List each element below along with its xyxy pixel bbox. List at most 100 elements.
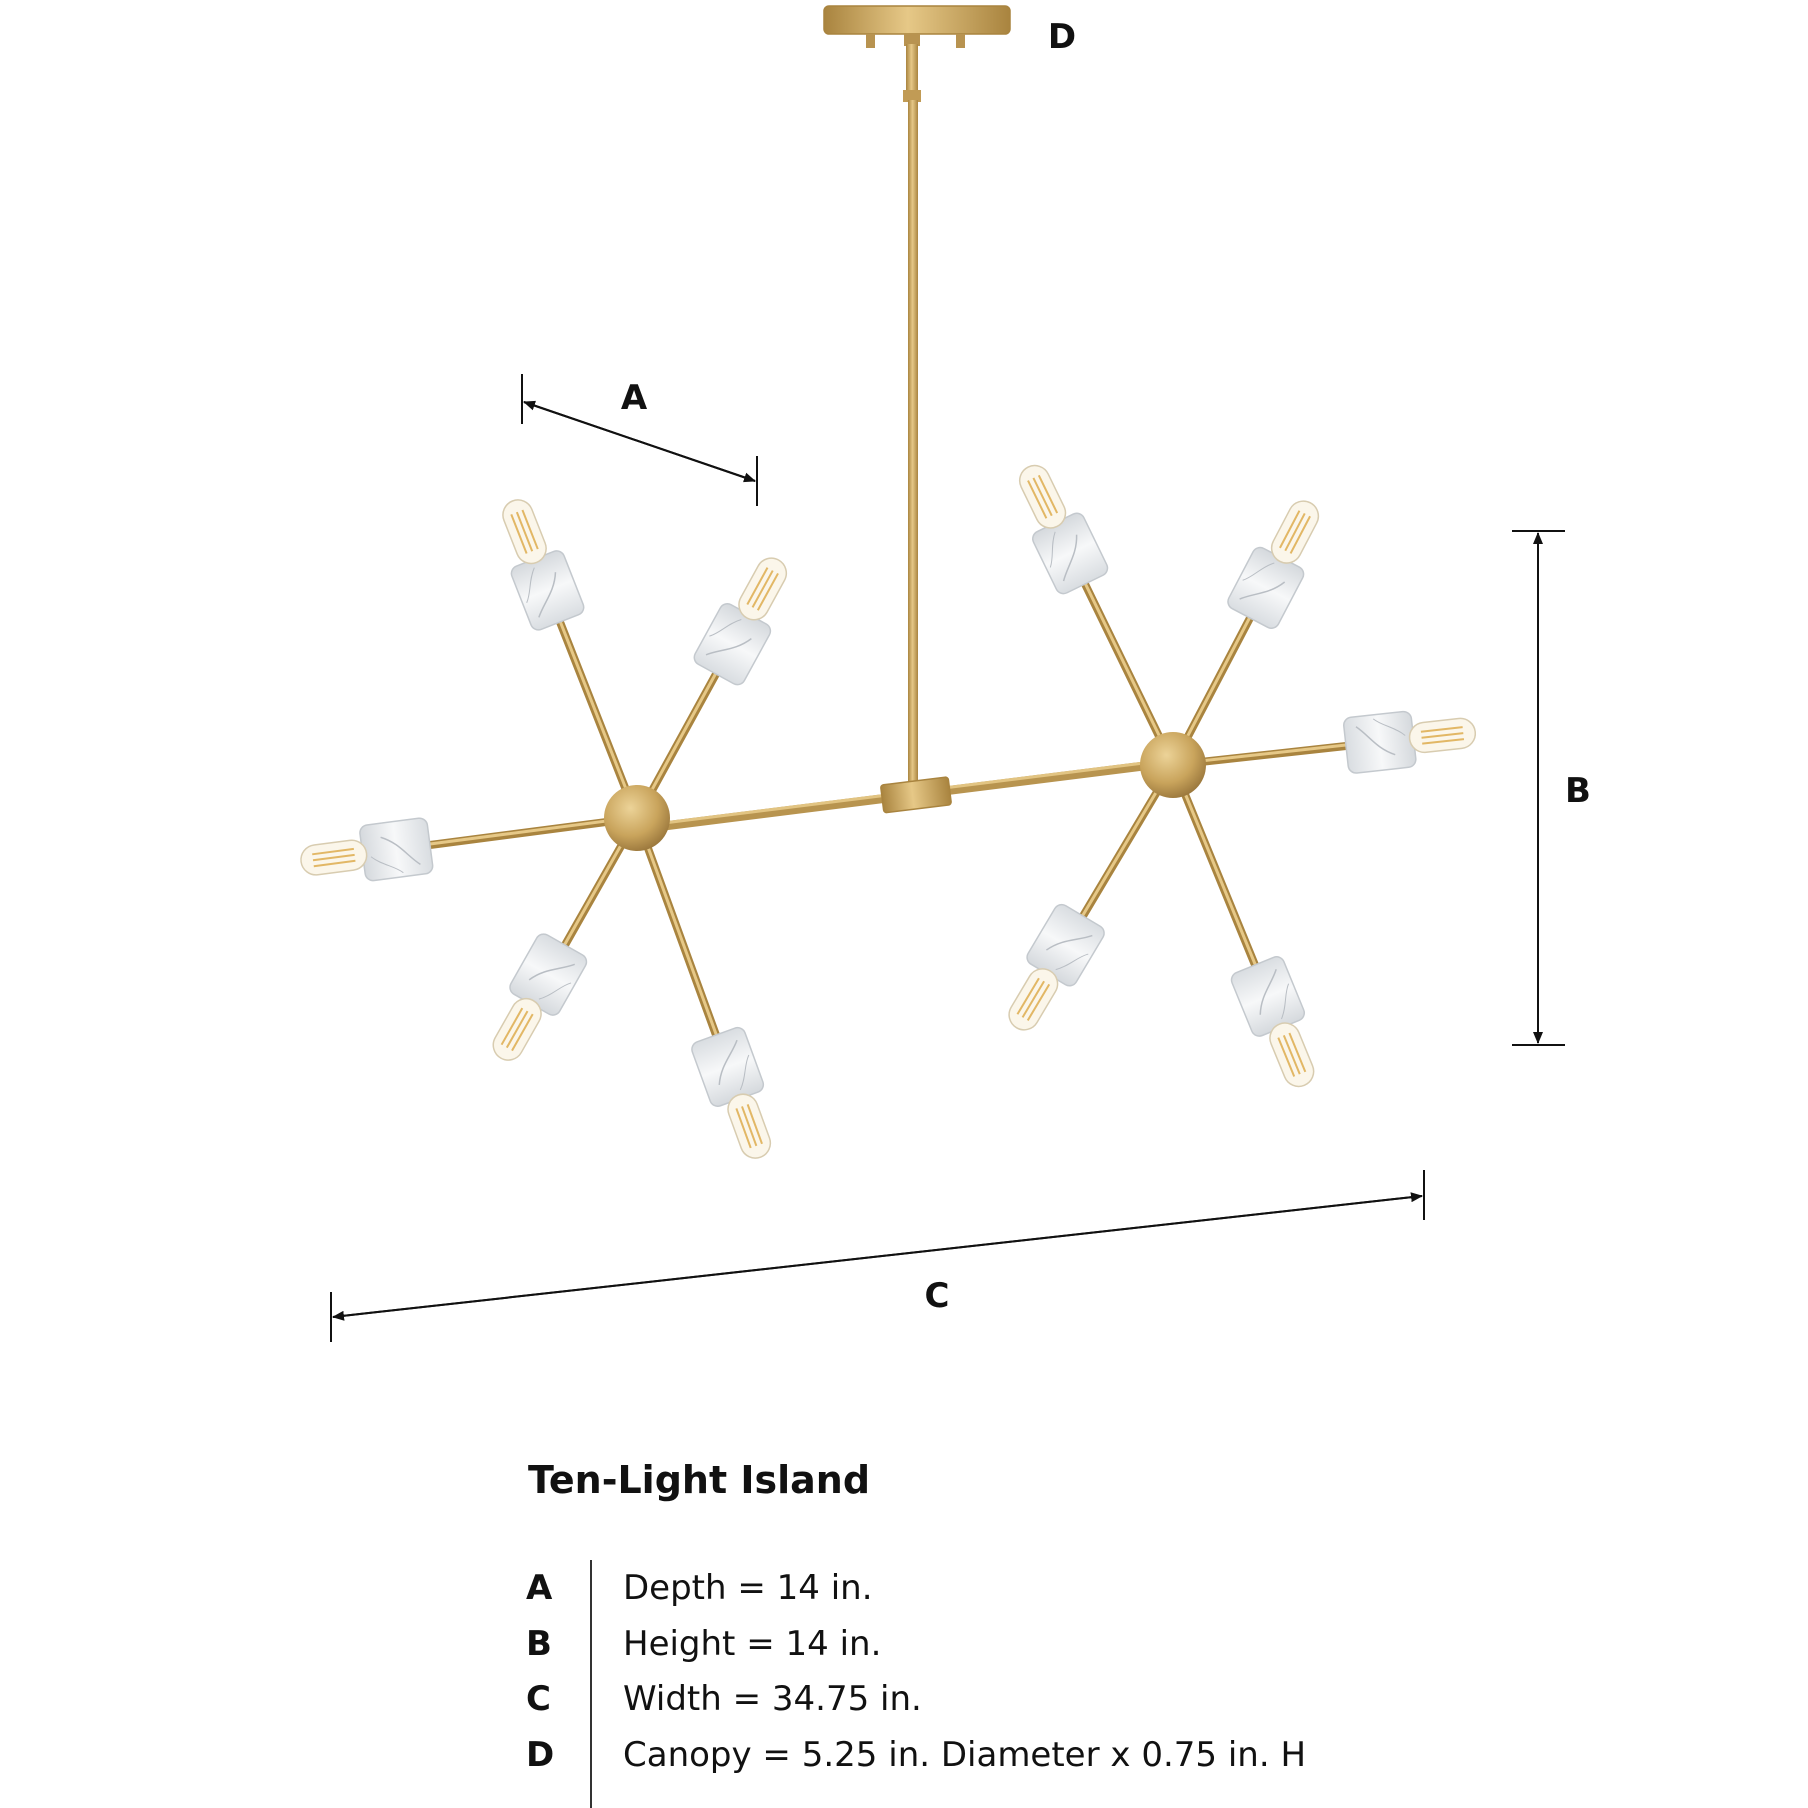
marble-vein	[538, 982, 572, 1000]
socket-assembly	[1343, 710, 1477, 774]
bulb-filament	[751, 570, 774, 608]
dimension-d-label: D	[1048, 17, 1076, 57]
downrod	[903, 44, 921, 790]
dimension-d: D	[1048, 17, 1076, 57]
right-arm-lower-left	[1008, 761, 1177, 1031]
left-arm-upper	[502, 499, 641, 822]
marble-vein	[1281, 983, 1290, 1020]
bulb-filament	[735, 1108, 752, 1149]
arm-rod-highlight	[1083, 581, 1175, 766]
dimension-a: A	[521, 374, 758, 506]
arm-rod-highlight	[558, 619, 639, 819]
socket-assembly	[1230, 956, 1315, 1088]
spec-key: D	[526, 1735, 555, 1775]
bulb-filament	[1422, 738, 1465, 745]
bulb-filament	[1016, 977, 1040, 1015]
socket-assembly	[492, 933, 588, 1061]
spec-value: Depth = 14 in.	[623, 1568, 873, 1608]
left-arm-lower	[633, 814, 772, 1159]
marble-vein	[718, 1039, 738, 1085]
marble-vein	[528, 963, 576, 981]
bulb-filament	[1282, 1034, 1301, 1075]
marble-vein	[1242, 562, 1275, 581]
marble-vein	[370, 856, 404, 874]
marble-socket	[691, 1026, 765, 1107]
bulb-filament	[312, 853, 355, 862]
arm-rod-highlight	[428, 815, 639, 846]
bulb-filament	[521, 509, 539, 550]
spec-row-c: C Width = 34.75 in.	[520, 1671, 1720, 1727]
bulb-filament	[313, 859, 356, 868]
product-title: Ten-Light Island	[528, 1458, 871, 1502]
marble-vein	[1049, 531, 1056, 568]
arm-rod-highlight	[635, 815, 718, 1036]
marble-vein	[1239, 581, 1286, 600]
arm-rod-highlight	[1171, 762, 1257, 966]
bulb-filament	[1279, 510, 1301, 549]
marble-socket	[1343, 710, 1417, 774]
right-hub-sphere	[1140, 732, 1206, 798]
socket-assembly	[502, 499, 585, 631]
marble-vein	[709, 618, 742, 637]
bulb-filament	[746, 1104, 763, 1145]
right-arm-upper	[1018, 464, 1177, 769]
spec-divider	[590, 1560, 592, 1808]
spec-key: C	[526, 1679, 551, 1719]
bulb-filament	[1037, 474, 1059, 514]
dimension-b-label: B	[1565, 771, 1591, 811]
marble-vein	[526, 567, 535, 604]
bulb-filament	[1277, 1037, 1296, 1077]
spec-value: Canopy = 5.25 in. Diameter x 0.75 in. H	[623, 1735, 1307, 1775]
dimension-c-label: C	[925, 1276, 950, 1316]
marble-vein	[1259, 969, 1277, 1015]
spec-row-d: D Canopy = 5.25 in. Diameter x 0.75 in. …	[520, 1727, 1720, 1783]
dimension-c: C	[330, 1170, 1425, 1342]
bulb-filament	[505, 1010, 529, 1049]
socket-assembly	[691, 1026, 772, 1159]
socket-assembly	[693, 557, 788, 686]
bulb-filament	[1284, 513, 1306, 552]
bulb-filament	[1021, 980, 1045, 1018]
bulb-filament	[1026, 983, 1051, 1021]
bulb-filament	[756, 572, 779, 611]
bulb-filament	[1421, 732, 1464, 739]
socket-assembly	[1018, 464, 1109, 595]
marble-vein	[1062, 534, 1078, 582]
marble-vein	[1045, 934, 1093, 951]
bulb-filament	[511, 1013, 534, 1052]
spec-key: A	[526, 1568, 553, 1608]
right-arm-lower-right	[1169, 761, 1315, 1088]
marble-socket	[359, 817, 434, 882]
socket-assembly	[300, 817, 434, 882]
socket-assembly	[1008, 903, 1105, 1031]
marble-vein	[1355, 726, 1396, 756]
spec-row-b: B Height = 14 in.	[520, 1616, 1720, 1672]
spec-key: B	[526, 1624, 552, 1664]
marble-socket	[510, 550, 585, 631]
left-arm-upper-right	[633, 557, 788, 822]
bulb-filament	[1420, 726, 1463, 733]
bulb-filament	[1289, 515, 1311, 554]
left-arm-left	[300, 814, 641, 882]
left-hub-sphere	[604, 785, 670, 851]
spec-value: Height = 14 in.	[623, 1624, 882, 1664]
bulb-filament	[1032, 477, 1053, 517]
left-arm-lower-left	[492, 814, 641, 1061]
right-arm-right	[1169, 710, 1477, 774]
bulb-filament	[510, 513, 528, 554]
marble-socket	[1230, 956, 1306, 1037]
bulb-filament	[1288, 1032, 1307, 1073]
dimension-a-label: A	[621, 378, 648, 418]
bulb-filament	[515, 511, 534, 552]
spec-row-a: A Depth = 14 in.	[520, 1560, 1720, 1616]
crossbar	[635, 760, 1157, 834]
bulb-filament	[1027, 480, 1048, 519]
spec-value: Width = 34.75 in.	[623, 1679, 922, 1719]
marble-vein	[1372, 718, 1406, 736]
bulb-filament	[741, 1106, 758, 1147]
crossbar-coupler	[880, 776, 952, 814]
bulb-filament	[500, 1007, 524, 1046]
marble-vein	[705, 638, 752, 656]
bulb-filament	[312, 847, 354, 856]
